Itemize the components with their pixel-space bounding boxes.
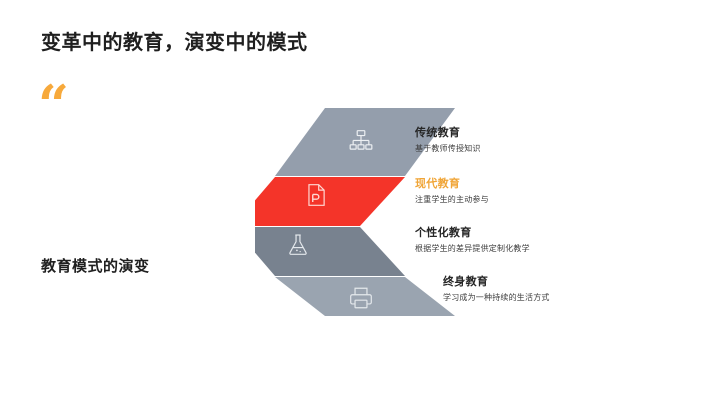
- org-chart-icon: [348, 128, 374, 154]
- chevron-shape-group: [255, 108, 455, 316]
- list-item[interactable]: 终身教育 学习成为一种持续的生活方式: [443, 273, 550, 303]
- printer-icon: [348, 285, 374, 311]
- row-title: 个性化教育: [415, 227, 472, 239]
- chevron-band-modern[interactable]: [255, 177, 405, 226]
- document-p-icon: [303, 182, 329, 208]
- list-item[interactable]: 个性化教育 根据学生的差异提供定制化教学: [415, 224, 530, 254]
- row-description: 学习成为一种持续的生活方式: [443, 293, 550, 302]
- page-title: 变革中的教育，演变中的模式: [41, 32, 308, 54]
- row-description: 基于教师传授知识: [415, 144, 481, 153]
- chevron-diagram: [255, 108, 455, 316]
- row-title: 终身教育: [443, 276, 489, 288]
- row-description: 注重学生的主动参与: [415, 195, 489, 204]
- row-title: 传统教育: [415, 127, 461, 139]
- row-title: 现代教育: [415, 178, 461, 190]
- row-description: 根据学生的差异提供定制化教学: [415, 244, 530, 253]
- chevron-band-personalized[interactable]: [255, 227, 405, 276]
- quote-mark-icon: “: [38, 73, 70, 137]
- section-label: 教育模式的演变: [41, 258, 150, 275]
- chevron-band-lifelong[interactable]: [275, 277, 455, 316]
- chevron-band-traditional[interactable]: [275, 108, 455, 176]
- list-item[interactable]: 现代教育 注重学生的主动参与: [415, 175, 489, 205]
- list-item[interactable]: 传统教育 基于教师传授知识: [415, 124, 481, 154]
- flask-icon: [285, 232, 311, 258]
